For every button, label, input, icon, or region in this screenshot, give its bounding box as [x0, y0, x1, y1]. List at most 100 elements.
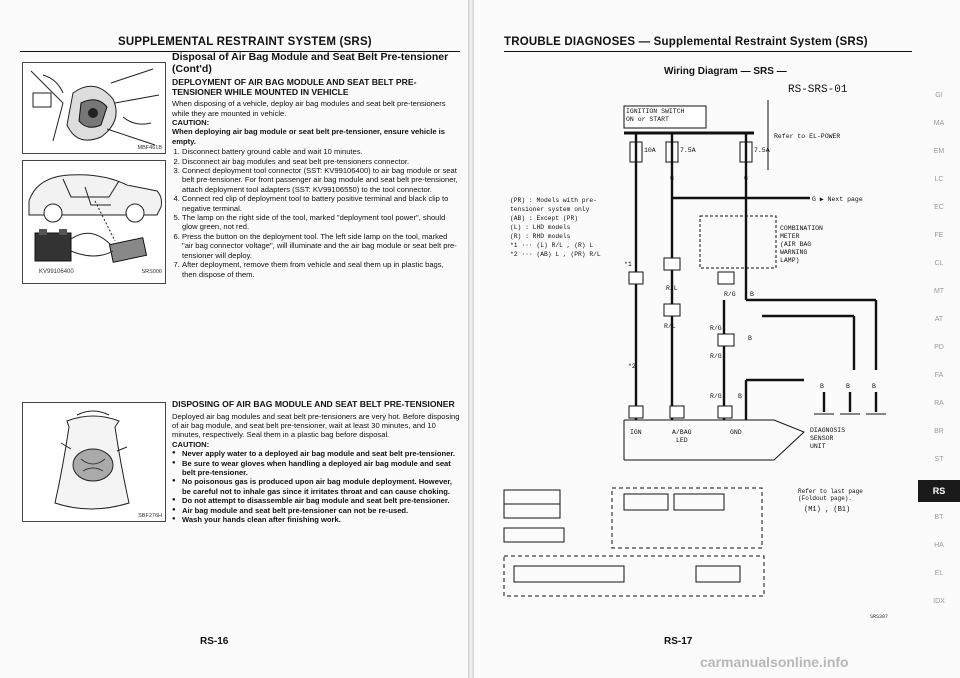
legend-item: (L) : LHD models: [510, 224, 571, 231]
step-item: Connect red clip of deployment tool to b…: [182, 194, 460, 213]
tool-label: KV99106400: [39, 269, 74, 275]
wire-color: B: [748, 335, 752, 342]
section2-title: DISPOSING OF AIR BAG MODULE AND SEAT BEL…: [172, 399, 455, 409]
unit-label: UNIT: [810, 443, 826, 450]
side-tab[interactable]: EL: [934, 570, 944, 577]
side-tab[interactable]: FE: [934, 232, 944, 239]
side-tab[interactable]: PD: [934, 344, 944, 351]
caution-item: No poisonous gas is produced upon air ba…: [172, 477, 460, 496]
side-tab[interactable]: HA: [934, 542, 944, 549]
figure-code: SRS006: [141, 269, 163, 275]
deployment-tool-figure: KV99106400 SRS006: [22, 160, 166, 284]
caution2-label: CAUTION:: [172, 439, 210, 449]
refer-power: Refer to EL-POWER: [774, 133, 840, 140]
section-subtitle: DEPLOYMENT OF AIR BAG MODULE AND SEAT BE…: [172, 77, 417, 97]
wire-color: R/G: [710, 393, 722, 400]
left-header-rule: [20, 51, 460, 52]
caution-label: CAUTION:: [172, 118, 210, 127]
caution-text: When deploying air bag module or seat be…: [172, 127, 446, 146]
side-tab[interactable]: EM: [933, 148, 945, 155]
side-tab[interactable]: MA: [933, 120, 945, 127]
wire-color: R/G: [724, 291, 736, 298]
caution-item: Never apply water to a deployed air bag …: [172, 449, 460, 459]
figure-code: SBF276H: [138, 513, 162, 519]
page-number: RS-17: [664, 636, 693, 647]
figure-code: MBF461B: [137, 145, 162, 151]
section2-text: Deployed air bag modules and seat belt p…: [172, 411, 460, 440]
side-tab[interactable]: BR: [934, 428, 944, 435]
caution-item: Do not attempt to disassemble air bag mo…: [172, 496, 460, 506]
connector-star: *1: [624, 261, 632, 268]
meter-label: (AIR BAG: [780, 241, 811, 248]
right-header-rule: [504, 51, 912, 52]
caution-item: Air bag module and seat belt pre-tension…: [172, 506, 460, 516]
connector-star: *2: [628, 363, 636, 370]
diagram-code: RS-SRS-01: [788, 84, 848, 96]
wire-color: B: [846, 383, 850, 390]
side-tab[interactable]: AT: [934, 316, 944, 323]
diagram-legend: (PR) : Models with pre-tensioner system …: [510, 196, 620, 259]
unit-label: DIAGNOSIS: [810, 427, 845, 434]
wire-color: B: [872, 383, 876, 390]
wire-color: B: [820, 383, 824, 390]
caution-item: Wash your hands clean after finishing wo…: [172, 515, 460, 525]
step-item: After deployment, remove them from vehic…: [182, 260, 460, 279]
legend-item: (AB) : Except (PR): [510, 215, 579, 222]
side-tab[interactable]: RA: [934, 400, 944, 407]
disposal-section: Disposal of Air Bag Module and Seat Belt…: [172, 51, 460, 279]
fuse-label: 7.5A: [680, 147, 696, 154]
unit-terminal: LED: [676, 437, 688, 444]
side-tab[interactable]: IDX: [933, 598, 945, 605]
step-item: Disconnect battery ground cable and wait…: [182, 147, 460, 156]
unit-terminal: IGN: [630, 429, 642, 436]
airbag-module-drawing: [30, 68, 160, 146]
side-tab[interactable]: EC: [934, 204, 944, 211]
right-page: TROUBLE DIAGNOSES — Supplemental Restrai…: [474, 0, 960, 678]
side-tab[interactable]: CL: [934, 260, 944, 267]
refer-foldout: Refer to last page (Foldout page).: [798, 488, 863, 502]
side-tab[interactable]: ST: [934, 456, 944, 463]
legend-item: *2 ··· (AB) L , (PR) R/L: [510, 251, 601, 258]
diagram-title: Wiring Diagram — SRS —: [664, 66, 787, 77]
meter-label: LAMP): [780, 257, 800, 264]
sealed-bag-figure: SBF276H: [22, 402, 166, 522]
meter-label: METER: [780, 233, 800, 240]
wire-color: G: [670, 175, 674, 182]
intro-text: When disposing of a vehicle, deploy air …: [172, 99, 446, 118]
plastic-bag-drawing: [54, 410, 130, 510]
fuse-label: 10A: [644, 147, 656, 154]
next-page-ref: G ▶ Next page: [812, 196, 863, 203]
step-item: Connect deployment tool connector (SST: …: [182, 166, 460, 194]
refer-codes: (M1) , (B1): [804, 506, 851, 514]
meter-label: COMBINATION: [780, 225, 823, 232]
step-item: Disconnect air bag modules and seat belt…: [182, 157, 460, 166]
side-tab[interactable]: GI: [935, 92, 943, 99]
step-item: The lamp on the right side of the tool, …: [182, 213, 460, 232]
wiring-diagram: 10A 7.5A 7.5A Refer to EL-POWER G G G ▶ …: [503, 100, 886, 597]
airbag-module-figure: MBF461B: [22, 62, 166, 154]
legend-item: (R) : RHD models: [510, 233, 571, 240]
legend-item: (PR) : Models with pre-tensioner system …: [510, 197, 597, 213]
left-header: SUPPLEMENTAL RESTRAINT SYSTEM (SRS): [118, 36, 372, 48]
side-tab[interactable]: LC: [934, 176, 944, 183]
side-tab[interactable]: FA: [934, 372, 944, 379]
meter-label: WARNING: [780, 249, 807, 256]
section-title: Disposal of Air Bag Module and Seat Belt…: [172, 51, 449, 75]
side-tab[interactable]: BT: [934, 514, 944, 521]
side-tab[interactable]: MT: [933, 288, 945, 295]
wire-color: R/L: [664, 323, 676, 330]
fuse-label: 7.5A: [754, 147, 770, 154]
wire-color: B: [750, 291, 754, 298]
deployment-steps: Disconnect battery ground cable and wait…: [172, 147, 460, 279]
step-item: Press the button on the deployment tool.…: [182, 232, 460, 260]
wire-color: R/L: [666, 285, 678, 292]
unit-terminal: GND: [730, 429, 742, 436]
caution-list: Never apply water to a deployed air bag …: [172, 449, 460, 525]
disposing-section: DISPOSING OF AIR BAG MODULE AND SEAT BEL…: [172, 399, 460, 525]
book-gutter: [468, 0, 474, 678]
unit-label: SENSOR: [810, 435, 834, 442]
wire-color: R/G: [710, 353, 722, 360]
right-header: TROUBLE DIAGNOSES — Supplemental Restrai…: [504, 36, 868, 48]
page-number: RS-16: [200, 636, 229, 647]
side-tab-active[interactable]: RS: [918, 480, 960, 502]
